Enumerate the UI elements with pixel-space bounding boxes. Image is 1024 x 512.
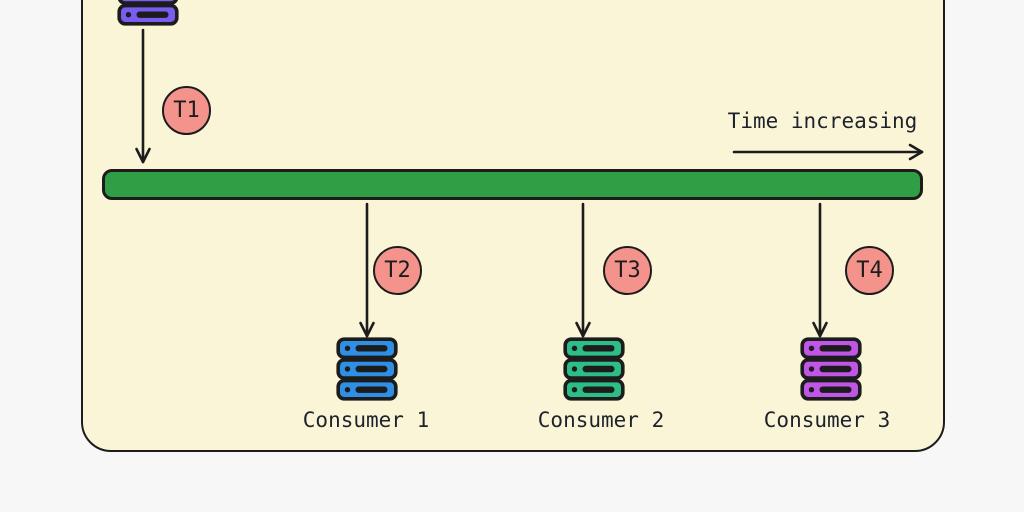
topic-timeline-bar xyxy=(102,169,923,200)
diagram-panel xyxy=(81,0,945,452)
consumer-3-label: Consumer 3 xyxy=(763,408,891,432)
event-badge-t3: T3 xyxy=(603,246,652,295)
time-direction-arrow xyxy=(732,143,924,161)
event-badge-t1: T1 xyxy=(162,86,211,135)
timeline-to-consumer-1-arrow xyxy=(359,202,375,338)
event-badge-t2: T2 xyxy=(373,246,422,295)
consumer-1-label: Consumer 1 xyxy=(302,408,430,432)
timeline-to-consumer-3-arrow xyxy=(812,202,828,338)
consumer-2-label: Consumer 2 xyxy=(537,408,665,432)
time-increasing-label: Time increasing xyxy=(727,109,918,133)
timeline-to-consumer-2-arrow xyxy=(575,202,591,338)
producer-to-timeline-arrow xyxy=(135,28,151,164)
event-badge-t4: T4 xyxy=(845,246,894,295)
consumer-2-server-icon xyxy=(563,337,625,401)
consumer-3-server-icon xyxy=(800,337,862,401)
producer-server-icon xyxy=(117,0,179,26)
consumer-1-server-icon xyxy=(336,337,398,401)
